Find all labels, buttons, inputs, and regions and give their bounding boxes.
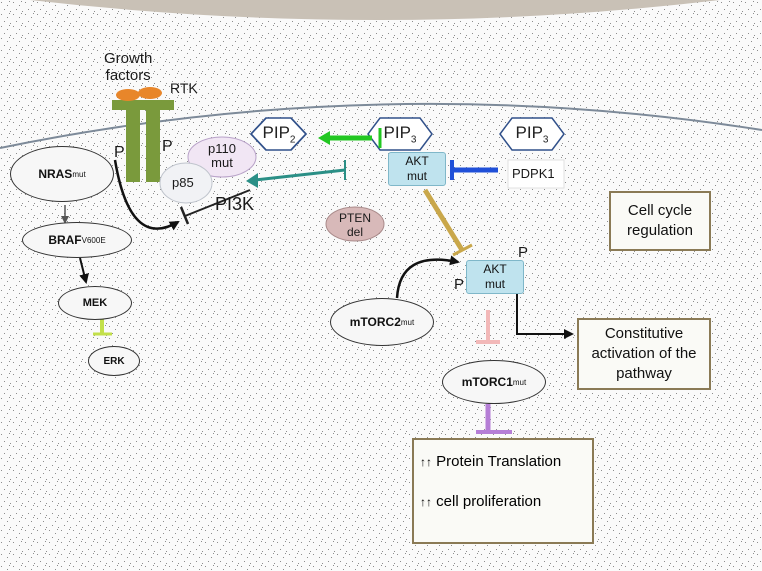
pip2-sub: 2	[289, 134, 296, 146]
outcomes-box: ↑↑ Protein Translation ↑↑ cell prolifera…	[412, 438, 594, 544]
outcome-text: cell proliferation	[436, 493, 542, 510]
erk-text: ERK	[103, 355, 125, 367]
outcome-text: Protein Translation	[436, 453, 562, 470]
phospho-right-label: P	[162, 138, 173, 155]
mtorc1-base: mTORC1	[461, 375, 513, 389]
pip3-sub: 3	[410, 134, 417, 146]
pi3k-label: PI3K	[215, 194, 255, 214]
constitutive-line3: pathway	[616, 365, 672, 382]
p110-label: p110 mut	[198, 142, 246, 170]
pten-shape	[325, 206, 385, 242]
pip3-second-hexagon	[499, 117, 565, 151]
nras-sup: mut	[72, 169, 86, 179]
outcome-cell-proliferation: ↑↑ cell proliferation	[420, 492, 586, 512]
pten-line2: del	[346, 225, 363, 239]
pdpk1-label: PDPK1	[512, 166, 555, 181]
pten-inhibition-line	[254, 168, 346, 182]
akt-cytosol-line2: mut	[484, 277, 505, 291]
mtorc2-base: mTORC2	[349, 315, 401, 329]
p110-shape	[187, 136, 257, 178]
growth-factors-line1: Growth	[104, 50, 153, 67]
p85-shape	[159, 162, 213, 204]
constitutive-line2: activation of the	[591, 345, 697, 362]
p110-line1: p110	[208, 141, 236, 156]
akt-translocation-line	[422, 188, 465, 252]
akt-translocation-bar	[452, 243, 473, 257]
mtorc2-to-akt-arrow	[395, 255, 460, 299]
pip3-base: PIP	[383, 123, 411, 142]
rtk-receptor	[112, 87, 174, 182]
pip3-second-sub: 3	[542, 134, 549, 146]
growth-factors-line2: factors	[105, 67, 151, 84]
mek-node: MEK	[58, 286, 132, 320]
cell-cycle-line1: Cell cycle	[627, 202, 693, 219]
pip3-to-pip2-arrowhead	[318, 131, 330, 145]
pip3-second-base: PIP	[515, 123, 543, 142]
growth-factor-ligand-left	[116, 89, 140, 101]
akt-phospho-left: P	[454, 276, 465, 293]
akt-cytosol-line1: AKT	[483, 262, 507, 276]
erk-node: ERK	[88, 346, 140, 376]
p85-label: p85	[172, 175, 194, 190]
rtk-right-chain	[146, 100, 160, 182]
mtorc2-sup: mut	[400, 317, 415, 327]
mtorc1-sup: mut	[512, 377, 527, 387]
nras-base: NRAS	[38, 167, 73, 181]
pip2-label: PIP2	[244, 123, 314, 145]
akt-to-constitutive-arrow	[516, 294, 574, 339]
constitutive-line1: Constitutive	[604, 325, 684, 342]
pi3k-bar	[179, 206, 190, 225]
akt-phospho-top: P	[518, 244, 529, 261]
akt-cytosol-node: AKT mut	[466, 260, 524, 294]
pten-label: PTEN del	[332, 211, 378, 239]
nucleus-arc	[30, 0, 720, 20]
up-arrows-icon: ↑↑	[420, 495, 432, 509]
pten-line1: PTEN	[338, 211, 371, 225]
pip3-hexagon	[367, 117, 433, 151]
akt-membrane-node: AKT mut	[388, 152, 446, 186]
rtk-label: RTK	[170, 80, 198, 96]
braf-sup: V600E	[81, 235, 106, 245]
akt-membrane-line1: AKT	[405, 154, 429, 168]
pip2-base: PIP	[262, 123, 290, 142]
pten-arrowhead	[246, 173, 258, 188]
rtk-left-chain	[126, 100, 140, 182]
akt-membrane-line2: mut	[406, 169, 427, 183]
pip3-label: PIP3	[365, 123, 435, 145]
nras-to-pi3k-arrow	[113, 159, 180, 231]
growth-factors-label: Growth factors	[104, 50, 152, 84]
pi3k-line	[184, 189, 251, 217]
up-arrows-icon: ↑↑	[420, 455, 432, 469]
cell-cycle-line2: regulation	[627, 222, 693, 239]
plasma-membrane	[0, 102, 762, 149]
pip3-second-label: PIP3	[497, 123, 567, 145]
outcome-protein-translation: ↑↑ Protein Translation	[420, 452, 586, 472]
constitutive-box: Constitutive activation of the pathway	[577, 318, 711, 390]
cell-cycle-box: Cell cycle regulation	[609, 191, 711, 251]
braf-to-mek-arrow	[79, 257, 89, 284]
phospho-left-label: P	[114, 144, 125, 161]
pip2-hexagon	[249, 117, 308, 151]
p110-line2: mut	[211, 155, 233, 170]
growth-factor-ligand-right	[138, 87, 162, 99]
pdpk1-shape	[507, 159, 565, 189]
braf-base: BRAF	[48, 233, 82, 247]
mek-text: MEK	[82, 297, 108, 309]
rtk-top-bar	[112, 100, 174, 110]
